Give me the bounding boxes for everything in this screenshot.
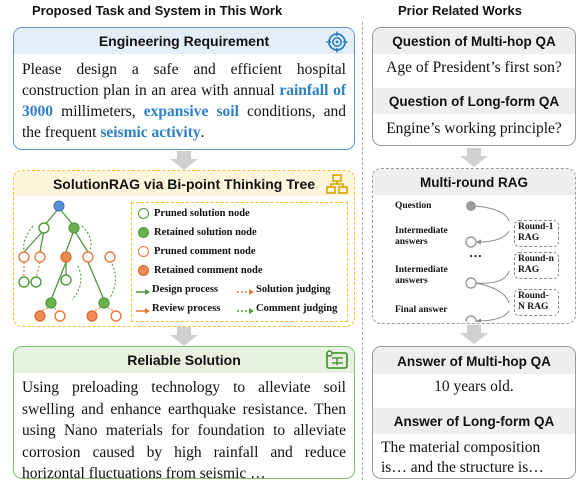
ellipsis-dots: … [469, 245, 482, 260]
pruned-comment-swatch [138, 246, 149, 257]
down-arrow-4 [460, 325, 488, 344]
round-n-rag: Round-n RAG [514, 252, 559, 279]
multihop-question-text: Age of President’s first son? [386, 59, 562, 76]
engineering-title: Engineering Requirement [98, 33, 270, 49]
down-arrow-1 [170, 151, 198, 170]
longform-answer-title: Answer of Long-form QA [393, 414, 555, 429]
legend-pruned-solution: Pruned solution node [138, 208, 250, 219]
intermediate-answers-label-2: Intermediate answers [395, 265, 448, 286]
blueprint-icon [326, 350, 348, 369]
retained-comment-swatch [138, 265, 149, 276]
solutionrag-title-bar: SolutionRAG via Bi-point Thinking Tree [14, 171, 354, 196]
column-divider [362, 22, 363, 480]
multihop-answer-title: Answer of Multi-hop QA [397, 354, 551, 369]
target-icon [326, 31, 348, 53]
down-arrow-3 [460, 148, 488, 167]
engineering-requirement-box: Engineering Requirement Please design a … [13, 27, 355, 150]
longform-question-band [373, 88, 575, 114]
multihop-question-title: Question of Multi-hop QA [392, 34, 556, 49]
round-1-rag: Round-1 RAG [514, 220, 559, 247]
tree-legend: Pruned solution node Retained solution n… [131, 202, 348, 322]
highlight-soil: expansive soil [143, 103, 239, 120]
question-label: Question [395, 201, 432, 211]
engineering-title-bar: Engineering Requirement [14, 28, 354, 54]
reliable-title: Reliable Solution [127, 352, 241, 368]
right-header: Prior Related Works [398, 3, 523, 18]
retained-solution-swatch [138, 227, 149, 238]
longform-question-text: Engine’s working principle? [386, 120, 562, 137]
comment-judging-arrow [237, 308, 254, 314]
left-header: Proposed Task and System in This Work [32, 3, 283, 18]
multiround-title-band [373, 169, 575, 195]
review-process-arrow [136, 308, 150, 314]
multiround-rag-box: Multi-round RAG Question Intermediate an… [372, 168, 576, 324]
down-arrow-2 [170, 327, 198, 346]
reliable-title-bar: Reliable Solution [14, 347, 354, 373]
multihop-question-band [373, 28, 575, 54]
highlight-seismic: seismic activity [100, 124, 201, 141]
solutionrag-box: SolutionRAG via Bi-point Thinking Tree [13, 170, 355, 327]
round-N-rag: Round-N RAG [514, 289, 559, 316]
legend-pruned-comment: Pruned comment node [138, 246, 256, 257]
pruned-solution-swatch [138, 208, 149, 219]
solution-judging-arrow [237, 289, 254, 295]
highlight-rainfall: rainfall of 3000 [22, 82, 347, 120]
reliable-solution-box: Reliable Solution Using preloading techn… [13, 346, 355, 482]
answers-box: Answer of Multi-hop QA 10 years old. Ans… [372, 346, 576, 479]
engineering-text: Please design a safe and efficient hospi… [22, 61, 347, 141]
legend-review: Review process [152, 303, 221, 314]
reliable-text: Using preloading technology to alleviate… [22, 379, 346, 482]
legend-design: Design process [152, 284, 219, 295]
legend-comment-judging: Comment judging [256, 303, 338, 314]
longform-answer-band [373, 408, 575, 434]
design-process-arrow [136, 289, 150, 295]
multiround-title: Multi-round RAG [420, 175, 528, 190]
multiround-flow [465, 201, 510, 322]
tree-structure-icon [326, 174, 348, 194]
thinking-tree-diagram [18, 200, 122, 322]
legend-retained-comment: Retained comment node [138, 265, 263, 276]
multihop-answer-text: 10 years old. [434, 378, 514, 395]
legend-retained-solution: Retained solution node [138, 227, 257, 238]
intermediate-answers-label-1: Intermediate answers [395, 226, 448, 247]
longform-question-title: Question of Long-form QA [388, 94, 560, 109]
legend-solution-judging: Solution judging [256, 284, 331, 295]
final-answer-label: Final answer [395, 305, 448, 315]
questions-box: Question of Multi-hop QA Age of Presiden… [372, 27, 576, 146]
longform-answer-text: The material composition is… and the str… [381, 439, 544, 476]
multihop-answer-band [373, 347, 575, 374]
solutionrag-title: SolutionRAG via Bi-point Thinking Tree [52, 175, 316, 192]
